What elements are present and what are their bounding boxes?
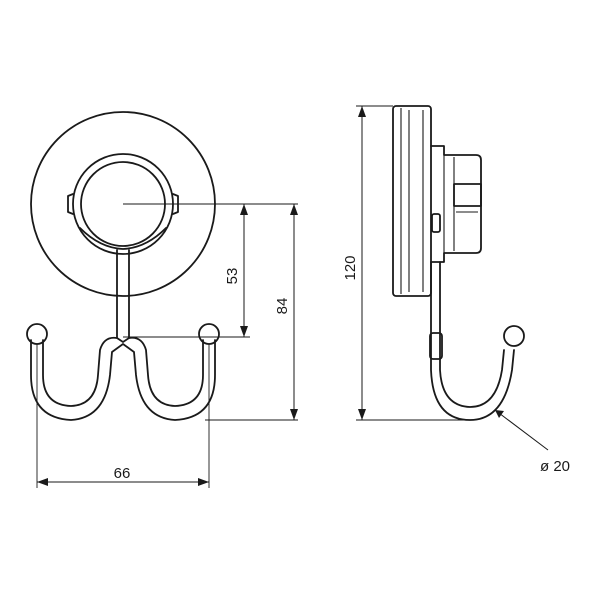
hook-arm-outer xyxy=(430,261,515,421)
side-ball-end xyxy=(503,325,525,347)
double-hook-inner xyxy=(42,336,204,407)
hook-base xyxy=(429,332,443,360)
double-hook-outer xyxy=(30,339,216,421)
clamp-lever xyxy=(453,183,482,207)
cap-bracket xyxy=(79,227,167,250)
hook-arm-inner xyxy=(439,261,505,408)
front-view xyxy=(26,111,220,421)
ball-end-left xyxy=(26,323,48,345)
leader-diameter xyxy=(494,409,549,451)
side-dimensions: 120 ø 20 xyxy=(342,105,570,475)
cap-tab-left xyxy=(67,193,74,215)
dim-label-84: 84 xyxy=(274,298,291,315)
back-plate-outer xyxy=(392,105,432,297)
ball-end-right xyxy=(198,323,220,345)
dim-label-120: 120 xyxy=(342,255,359,280)
dim-label-66: 66 xyxy=(114,465,131,482)
dim-label-diameter: ø 20 xyxy=(540,458,570,475)
clamp-pin xyxy=(431,213,441,233)
dim-label-53: 53 xyxy=(224,268,241,285)
side-view xyxy=(392,105,525,421)
clamp-body xyxy=(430,145,482,263)
front-dimensions: 53 84 66 xyxy=(36,203,298,488)
